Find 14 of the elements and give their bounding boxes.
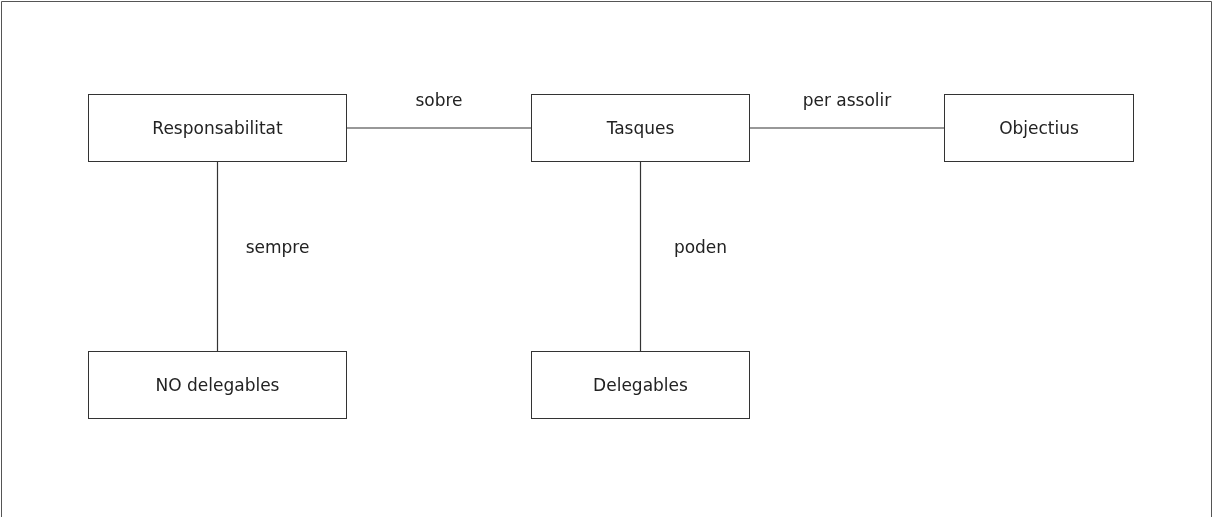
concept-box bbox=[88, 94, 347, 162]
node-label: Objectius bbox=[999, 118, 1079, 138]
concept-box bbox=[88, 351, 347, 419]
connector-line bbox=[749, 127, 945, 129]
connector-line bbox=[346, 127, 532, 129]
node-label: Responsabilitat bbox=[152, 118, 283, 138]
concept-box bbox=[531, 351, 750, 419]
node-label: Delegables bbox=[593, 375, 688, 395]
node-label: NO delegables bbox=[155, 375, 280, 395]
connector-line bbox=[216, 161, 219, 352]
concept-box bbox=[531, 94, 750, 162]
node-label: Tasques bbox=[606, 118, 675, 138]
concept-box bbox=[944, 94, 1134, 162]
connector-line bbox=[639, 161, 642, 352]
